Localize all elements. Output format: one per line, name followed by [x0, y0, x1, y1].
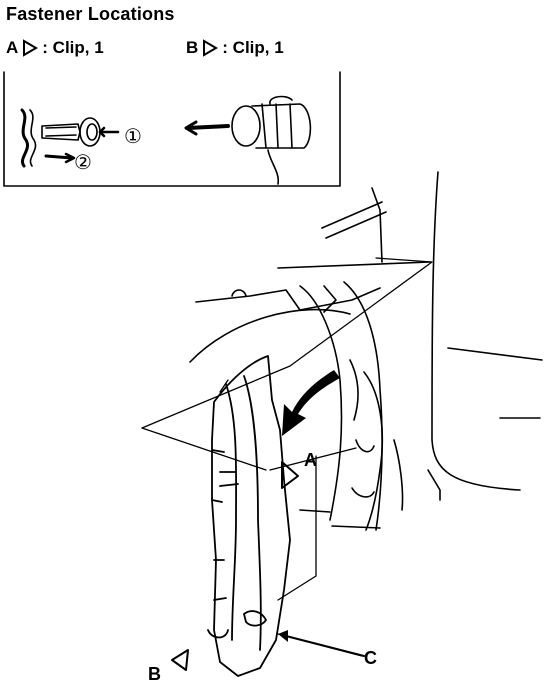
legend-text-a: : Clip, 1	[42, 38, 104, 57]
legend-text-b: : Clip, 1	[222, 38, 284, 57]
triangle-marker-b	[171, 649, 189, 671]
fender-liner-part	[207, 355, 291, 677]
inset-frame	[3, 71, 341, 187]
step-1-label: ①	[124, 126, 142, 148]
clip-a-detail	[20, 108, 120, 168]
callout-a: A	[304, 450, 317, 470]
legend-clip-b: B : Clip, 1	[186, 38, 284, 58]
vehicle-body	[189, 171, 543, 531]
diagram-title: Fastener Locations	[6, 4, 175, 24]
legend-letter-b: B	[186, 38, 199, 57]
leader-lines	[141, 257, 433, 657]
legend-letter-a: A	[6, 38, 19, 57]
triangle-marker-a	[281, 461, 299, 489]
callout-b: B	[148, 664, 161, 684]
step-2-label: ②	[74, 152, 92, 174]
clip-b-detail	[184, 95, 312, 185]
triangle-marker-icon	[202, 39, 219, 57]
legend-clip-a: A : Clip, 1	[6, 38, 104, 58]
arrowhead-c-icon	[278, 630, 288, 642]
triangle-marker-icon	[22, 39, 39, 57]
callout-c: C	[364, 648, 377, 668]
removal-arrow-icon	[282, 370, 340, 436]
arrow-c-line	[285, 635, 365, 657]
